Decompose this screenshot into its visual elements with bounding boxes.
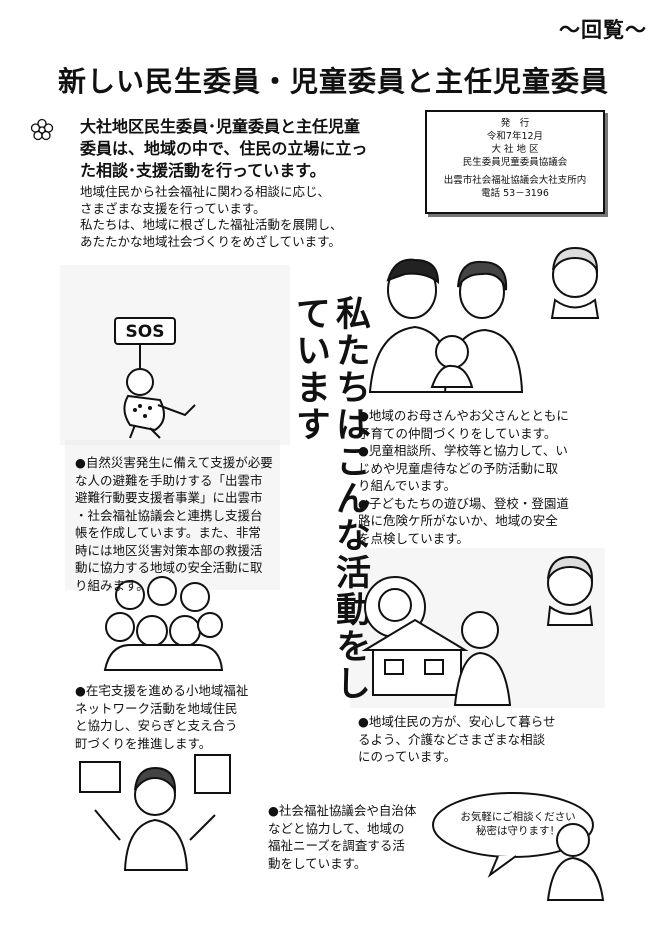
activity-line: 動に協力する地域の安全活動に取 [75,560,263,575]
issuer-org: 民生委員児童委員協議会 [462,157,568,168]
activity-line: ●在宅支援を進める小地域福祉 [75,683,249,698]
activity-line: 福祉ニーズを調査する活 [268,838,405,853]
sos-sign-text: SOS [126,322,165,342]
crying-girl-illustration [546,555,594,626]
activity-line: 帳を作成しています。また、非常 [75,525,261,540]
activity-children: ●地域のお母さんやお父さんとともに 子育ての仲間づくりをしています。 ●児童相談… [358,408,594,548]
sos-person-illustration: SOS [114,317,196,439]
worried-girl-illustration [550,246,600,319]
issuer-label: 発 行 [500,118,530,129]
activity-line: と協力し、安らぎと支え合う [75,718,238,733]
activity-line: 子育ての仲間づくりをしています。 [358,425,557,441]
activity-line: ●地域のお母さんやお父さんとともに [358,408,569,423]
activity-network: ●在宅支援を進める小地域福祉 ネットワーク活動を地域住民 と協力し、安らぎと支え… [75,683,285,753]
intro-lead-line: 委員は、地域の中で、住民の立場に立っ [80,139,368,158]
issuer-box: 発 行 令和7年12月 大 社 地 区 民生委員児童委員協議会 出雲市社会福祉協… [425,110,605,214]
activity-line: にのっています。 [358,749,457,764]
speech-bubble-illustration [432,792,605,901]
activity-disaster: ●自然災害発生に備えて支援が必要 な人の避難を手助けする「出雲市 避難行動要支援… [75,455,275,595]
circulation-label: ～回覧～ [559,18,647,42]
activity-line: 町づくりを推進します。 [75,735,212,751]
issuer-office: 出雲市社会福祉協議会大社支所内 [443,175,587,186]
activity-line: ネットワーク活動を地域住民 [75,700,238,716]
activity-line: ●地域住民の方が、安心して暮らせ [358,714,556,729]
activity-line: 時には地区災害対策本部の救援活 [75,542,263,558]
vertical-heading: 私たちはこんな活動をしています [290,295,370,702]
intro-body-line: 地域住民から社会福祉に関わる相談に応じ、 [80,184,331,199]
buildings-woman-illustration [79,754,231,871]
speech-line: お気軽にご相談ください [460,811,576,823]
activity-line: などと協力して、地域の [268,820,405,836]
intro-body-line: さまざまな支援を行っています。 [80,200,266,216]
activity-line: な人の避難を手助けする「出雲市 [75,472,263,488]
family-illustration [368,258,524,393]
page-title: 新しい民生委員・児童委員と主任児童委員 [58,65,610,98]
activity-line: 動をしています。 [268,855,367,871]
speech-line: 秘密は守ります！ [476,825,560,837]
activity-line: 路に危険ケ所がないか、地域の安全 [358,513,558,528]
activity-line: るよう、介護などさまざまな相談 [358,731,546,747]
activity-line: り組みます。 [75,577,149,593]
intro-body-line: 私たちは、地域に根ざした福祉活動を展開し、 [80,217,343,232]
intro-lead-line: 大社地区民生委員･児童委員と主任児童 [80,117,361,136]
activity-survey: ●社会福祉協議会や自治体 などと協力して、地域の 福祉ニーズを調査する活 動をし… [268,803,448,873]
house-elderly-illustration [361,576,512,706]
backdrop [60,265,290,445]
intro-body-line: あたたかな地域社会づくりをめざしています。 [80,233,341,249]
speech-bubble-text: お気軽にご相談ください 秘密は守ります！ [448,810,588,838]
community-group-illustration [103,576,224,671]
activity-line: ●社会福祉協議会や自治体 [268,803,417,818]
activity-line: ●自然災害発生に備えて支援が必要 [75,455,273,470]
activity-line: り組んでいます。 [358,478,457,493]
intro-body: 地域住民から社会福祉に関わる相談に応じ、 さまざまな支援を行っています。 私たち… [80,184,400,250]
activity-line: じめや児童虐待などの予防活動に取 [358,460,559,476]
issuer-date: 令和7年12月 [486,131,544,142]
activity-line: ●子どもたちの遊び場、登校・登園道 [358,495,569,511]
intro-lead: 大社地区民生委員･児童委員と主任児童 委員は、地域の中で、住民の立場に立っ た相… [80,116,400,182]
activity-line: 避難行動要支援者事業」に出雲市 [75,490,263,505]
flower-icon [30,118,54,141]
issuer-area: 大 社 地 区 [491,144,539,155]
activity-line: ●児童相談所、学校等と協力して、い [358,443,568,458]
activity-consult: ●地域住民の方が、安心して暮らせ るよう、介護などさまざまな相談 にのっています… [358,714,598,767]
issuer-phone: 電話 53－3196 [481,188,549,199]
backdrop [65,440,280,590]
activity-line: を点検しています。 [358,530,469,546]
intro-lead-line: た相談･支援活動を行っています。 [80,161,326,180]
activity-line: ・社会福祉協議会と連携し支援台 [75,507,263,523]
